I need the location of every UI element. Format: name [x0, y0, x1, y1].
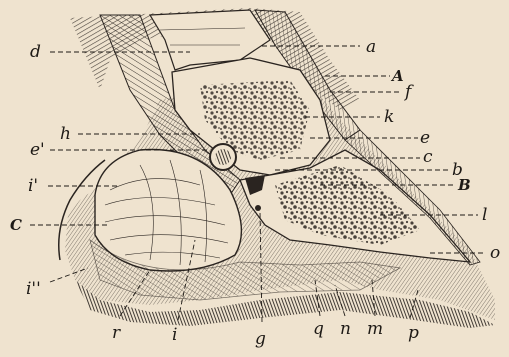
- label-e-prime: e': [30, 140, 45, 160]
- label-i-prime: i': [28, 176, 38, 196]
- label-a: a: [366, 37, 376, 57]
- label-h: h: [60, 124, 71, 144]
- label-o: o: [490, 243, 500, 263]
- label-i: i: [172, 325, 177, 345]
- label-i-dprime: i'': [26, 279, 41, 299]
- label-g: g: [255, 329, 266, 349]
- label-n: n: [340, 319, 351, 339]
- label-p: p: [408, 323, 419, 343]
- label-q: q: [313, 319, 324, 339]
- label-A: A: [390, 67, 404, 85]
- label-f: f: [403, 82, 414, 102]
- label-c: c: [423, 147, 433, 167]
- label-k: k: [384, 107, 394, 127]
- label-l: l: [482, 205, 487, 225]
- label-B: B: [457, 176, 471, 194]
- label-d: d: [30, 42, 41, 62]
- label-e: e: [420, 128, 430, 148]
- label-m: m: [367, 319, 383, 339]
- label-C: C: [10, 216, 22, 234]
- label-r: r: [112, 323, 121, 343]
- ligament-point: [255, 205, 261, 211]
